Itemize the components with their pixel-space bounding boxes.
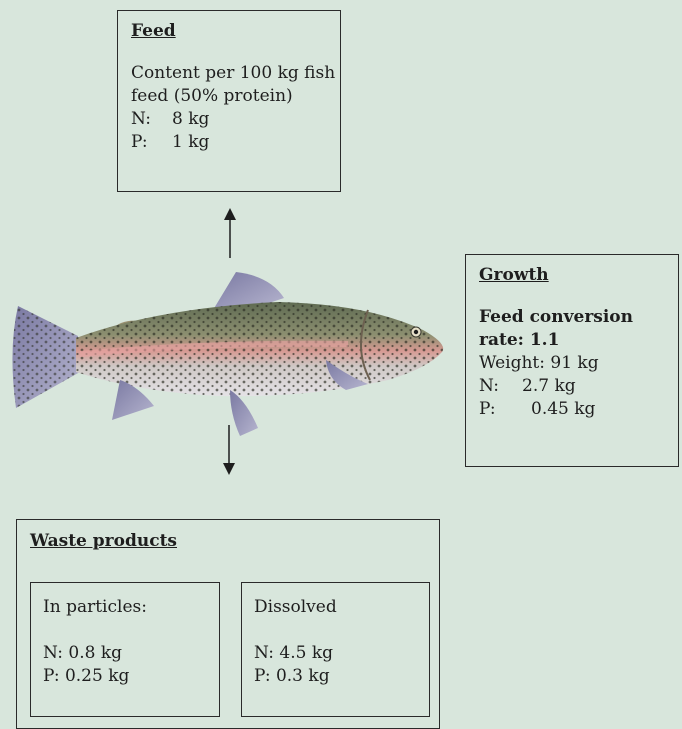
growth-weight: Weight: 91 kg <box>479 352 678 375</box>
waste-title: Waste products <box>30 531 177 551</box>
growth-phosphorus-value: 0.45 kg <box>531 398 595 421</box>
growth-nitrogen-label: N: <box>479 375 522 398</box>
feed-content-line2: feed (50% protein) <box>131 85 340 108</box>
growth-title: Growth <box>479 265 678 285</box>
growth-phosphorus-label: P: <box>479 398 531 421</box>
dissolved-phosphorus: P: 0.3 kg <box>254 665 429 688</box>
feed-phosphorus-row: P: 1 kg <box>131 131 340 154</box>
growth-nitrogen-row: N: 2.7 kg <box>479 375 678 398</box>
feed-nitrogen-label: N: <box>131 108 172 131</box>
particles-title: In particles: <box>43 596 219 619</box>
growth-box: Growth Feed conversion rate: 1.1 Weight:… <box>465 254 679 467</box>
feed-phosphorus-value: 1 kg <box>172 131 209 154</box>
arrow-up-icon <box>224 208 236 258</box>
feed-title: Feed <box>131 21 340 41</box>
particles-box: In particles: N: 0.8 kg P: 0.25 kg <box>30 582 220 717</box>
feed-nitrogen-row: N: 8 kg <box>131 108 340 131</box>
waste-products-box: Waste products In particles: N: 0.8 kg P… <box>16 519 440 729</box>
growth-phosphorus-row: P: 0.45 kg <box>479 398 678 421</box>
dissolved-title: Dissolved <box>254 596 429 619</box>
particles-nitrogen: N: 0.8 kg <box>43 642 219 665</box>
trout-illustration <box>8 268 448 443</box>
feed-phosphorus-label: P: <box>131 131 172 154</box>
growth-nitrogen-value: 2.7 kg <box>522 375 576 398</box>
arrow-down-icon <box>223 425 235 475</box>
growth-fcr-line2: rate: 1.1 <box>479 329 678 352</box>
dissolved-nitrogen: N: 4.5 kg <box>254 642 429 665</box>
dissolved-box: Dissolved N: 4.5 kg P: 0.3 kg <box>241 582 430 717</box>
feed-nitrogen-value: 8 kg <box>172 108 209 131</box>
particles-phosphorus: P: 0.25 kg <box>43 665 219 688</box>
feed-content-line1: Content per 100 kg fish <box>131 62 340 85</box>
feed-box: Feed Content per 100 kg fish feed (50% p… <box>117 10 341 192</box>
growth-fcr-line1: Feed conversion <box>479 306 678 329</box>
